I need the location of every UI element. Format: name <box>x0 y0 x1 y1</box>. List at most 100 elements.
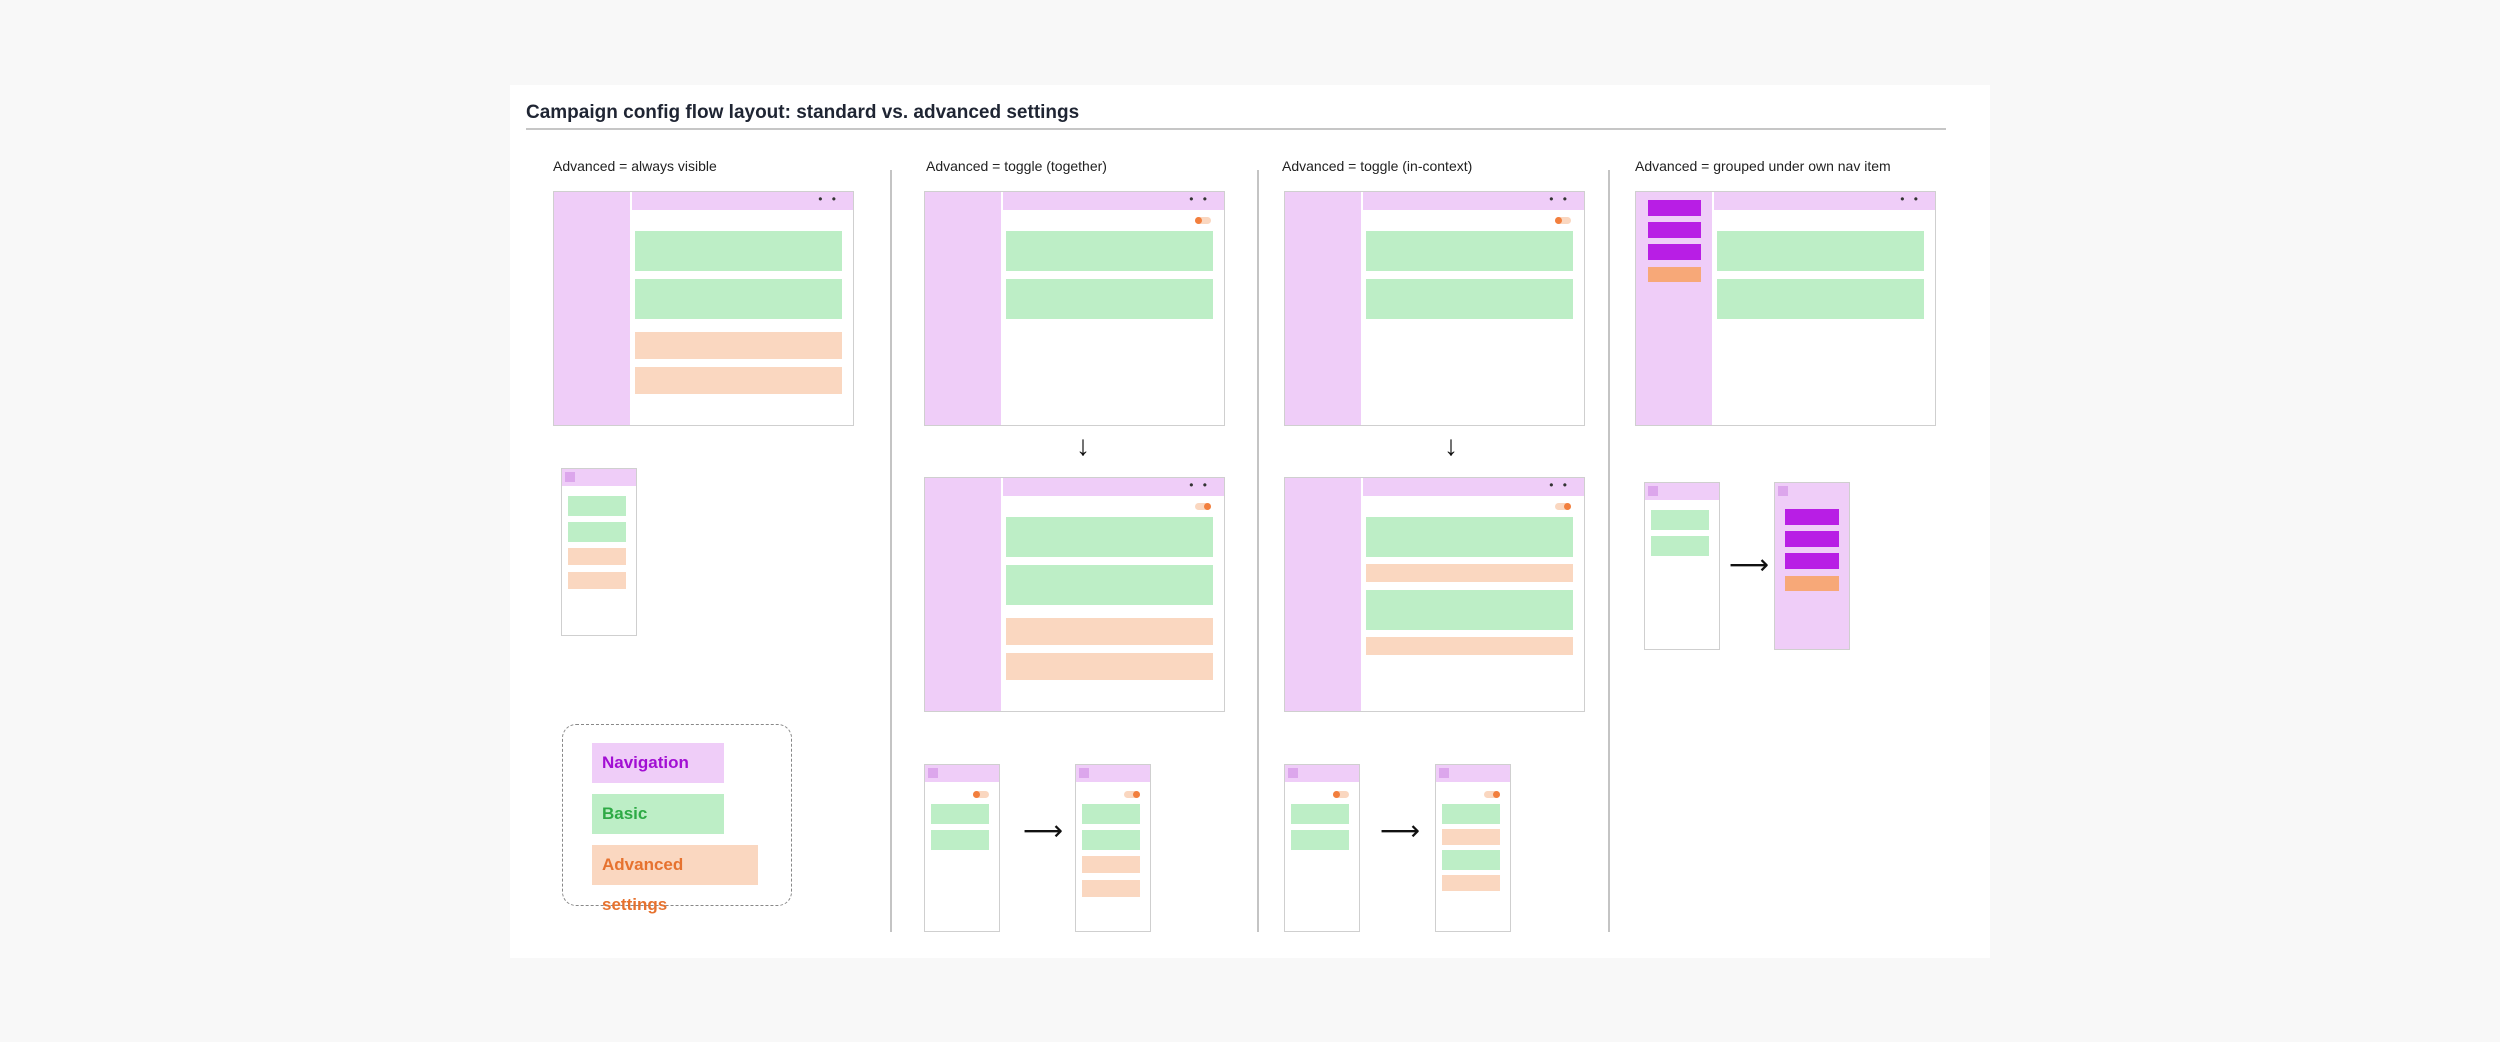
desktop-mockup-grouped-nav: • • <box>1635 191 1936 426</box>
dots-icon: • • <box>1900 192 1921 206</box>
menu-icon <box>1439 768 1449 778</box>
menu-icon <box>565 472 575 482</box>
advanced-toggle[interactable] <box>1195 217 1211 224</box>
basic-setting-block <box>1366 231 1573 271</box>
title-divider <box>526 128 1946 130</box>
menu-icon <box>1778 486 1788 496</box>
basic-setting-block <box>1366 517 1573 557</box>
nav-item[interactable] <box>1648 200 1701 216</box>
basic-setting-block <box>1442 850 1500 870</box>
menu-icon <box>1079 768 1089 778</box>
mobile-mockup-toggle-on <box>1075 764 1151 932</box>
column-divider <box>890 170 892 932</box>
menu-icon <box>1288 768 1298 778</box>
basic-setting-block <box>568 522 626 542</box>
basic-setting-block <box>1291 804 1349 824</box>
nav-sidebar <box>1285 192 1361 425</box>
legend-basic-settings: Basic settings <box>592 794 724 863</box>
dots-icon: • • <box>1549 192 1570 206</box>
nav-item[interactable] <box>1785 531 1839 547</box>
advanced-toggle[interactable] <box>1555 217 1571 224</box>
mobile-mockup-grouped-menu <box>1774 482 1850 650</box>
basic-setting-block <box>1366 590 1573 630</box>
dots-icon: • • <box>1189 478 1210 492</box>
basic-setting-block <box>1442 804 1500 824</box>
basic-setting-block <box>1651 510 1709 530</box>
advanced-setting-block <box>568 572 626 589</box>
dots-icon: • • <box>1189 192 1210 206</box>
basic-setting-block <box>1291 830 1349 850</box>
arrow-right-icon: ⟶ <box>1729 549 1770 580</box>
advanced-setting-block <box>1006 618 1213 645</box>
desktop-mockup-toggle-off: • • <box>924 191 1225 426</box>
dots-icon: • • <box>1549 478 1570 492</box>
desktop-mockup-always-visible: • • <box>553 191 854 426</box>
header-bar: • • <box>632 192 853 210</box>
advanced-setting-block <box>635 332 842 359</box>
menu-icon <box>1648 486 1658 496</box>
advanced-setting-block <box>1082 856 1140 873</box>
arrow-right-icon: ⟶ <box>1380 815 1421 846</box>
arrow-right-icon: ⟶ <box>1023 815 1064 846</box>
basic-setting-block <box>931 830 989 850</box>
advanced-setting-block <box>568 548 626 565</box>
mobile-mockup-toggle-off <box>924 764 1000 932</box>
advanced-toggle[interactable] <box>1195 503 1211 510</box>
nav-sidebar <box>1285 478 1361 711</box>
advanced-setting-block <box>635 367 842 394</box>
nav-item-advanced[interactable] <box>1648 267 1701 282</box>
mobile-header <box>1645 483 1719 500</box>
basic-setting-block <box>1651 536 1709 556</box>
column-title-always-visible: Advanced = always visible <box>553 158 717 174</box>
column-divider <box>1257 170 1259 932</box>
mobile-header <box>562 469 636 486</box>
nav-item-advanced[interactable] <box>1785 576 1839 591</box>
header-bar: • • <box>1003 478 1224 496</box>
advanced-setting-block <box>1366 564 1573 582</box>
advanced-toggle[interactable] <box>1555 503 1571 510</box>
basic-setting-block <box>1006 517 1213 557</box>
advanced-toggle[interactable] <box>1484 791 1500 798</box>
mobile-mockup-always-visible <box>561 468 637 636</box>
advanced-setting-block <box>1442 875 1500 891</box>
nav-sidebar <box>925 478 1001 711</box>
menu-icon <box>928 768 938 778</box>
column-title-toggle-in-context: Advanced = toggle (in-context) <box>1282 158 1473 174</box>
mobile-header <box>925 765 999 782</box>
mobile-mockup-in-context-on <box>1435 764 1511 932</box>
desktop-mockup-in-context-off: • • <box>1284 191 1585 426</box>
advanced-setting-block <box>1006 653 1213 680</box>
nav-item[interactable] <box>1785 509 1839 525</box>
basic-setting-block <box>1366 279 1573 319</box>
header-bar: • • <box>1003 192 1224 210</box>
legend-navigation: Navigation <box>592 743 724 783</box>
column-title-toggle-together: Advanced = toggle (together) <box>926 158 1107 174</box>
column-title-grouped-nav: Advanced = grouped under own nav item <box>1635 158 1891 174</box>
nav-item[interactable] <box>1648 222 1701 238</box>
basic-setting-block <box>1717 231 1924 271</box>
advanced-setting-block <box>1082 880 1140 897</box>
mobile-header <box>1436 765 1510 782</box>
legend-advanced-settings: Advanced settings <box>592 845 758 914</box>
header-bar: • • <box>1363 192 1584 210</box>
mobile-mockup-grouped-content <box>1644 482 1720 650</box>
dots-icon: • • <box>818 192 839 206</box>
advanced-toggle[interactable] <box>1333 791 1349 798</box>
nav-item[interactable] <box>1785 553 1839 569</box>
basic-setting-block <box>635 279 842 319</box>
nav-item[interactable] <box>1648 244 1701 260</box>
basic-setting-block <box>635 231 842 271</box>
advanced-toggle[interactable] <box>973 791 989 798</box>
mobile-mockup-in-context-off <box>1284 764 1360 932</box>
nav-sidebar <box>925 192 1001 425</box>
basic-setting-block <box>1082 830 1140 850</box>
advanced-setting-block <box>1442 829 1500 845</box>
basic-setting-block <box>1006 565 1213 605</box>
arrow-down-icon: ↓ <box>1444 430 1458 461</box>
basic-setting-block <box>1006 279 1213 319</box>
column-divider <box>1608 170 1610 932</box>
basic-setting-block <box>931 804 989 824</box>
advanced-setting-block <box>1366 637 1573 655</box>
advanced-toggle[interactable] <box>1124 791 1140 798</box>
basic-setting-block <box>568 496 626 516</box>
